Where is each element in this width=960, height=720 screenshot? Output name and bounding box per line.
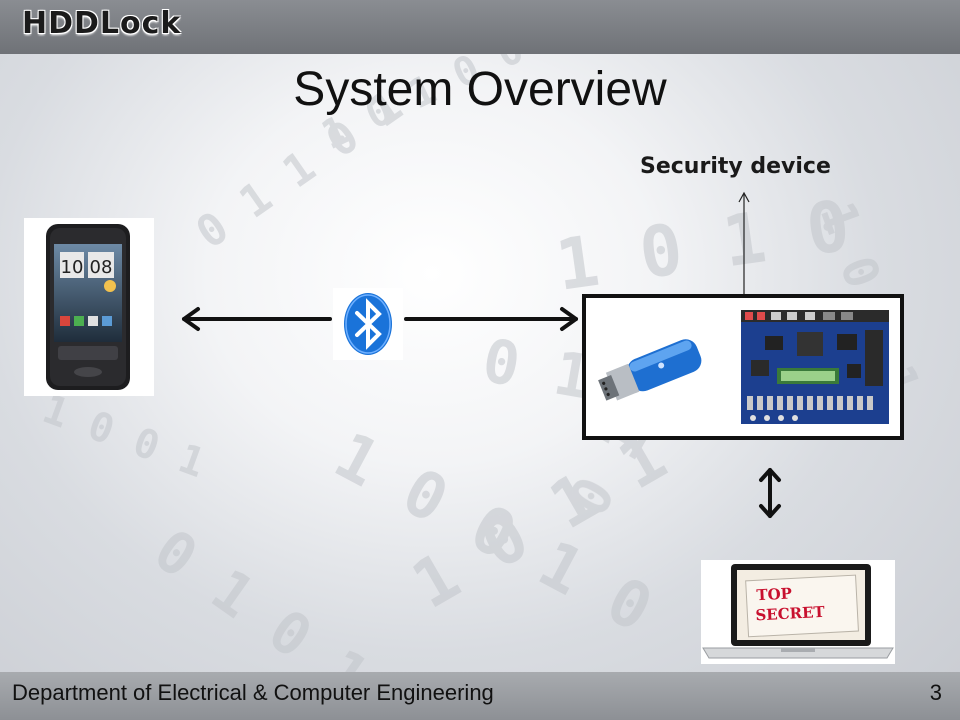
laptop-link-arrow — [759, 468, 781, 518]
device-link-arrow — [404, 307, 578, 331]
phone-link-arrow — [182, 307, 332, 331]
laptop-icon: TOP SECRET — [702, 564, 894, 659]
slide-title: System Overview — [293, 63, 667, 116]
footer-bar — [0, 672, 960, 720]
header-bar — [0, 0, 960, 54]
top-secret-line2: SECRET — [755, 603, 826, 625]
smartphone-icon: 10 08 — [46, 224, 130, 390]
hddlock-logo: HDDLock — [22, 6, 182, 41]
fpga-board-image — [737, 306, 893, 428]
top-secret-line1: TOP — [756, 584, 792, 604]
dongle-image — [592, 320, 710, 430]
slide-page-number: 3 — [929, 680, 942, 705]
bluetooth-icon — [344, 293, 392, 355]
bluetooth-image — [333, 288, 403, 360]
phone-clock-hours: 10 — [61, 257, 84, 278]
laptop-image: TOP SECRET — [701, 560, 895, 664]
fpga-board-icon — [741, 310, 889, 424]
smartphone-image: 10 08 — [24, 218, 154, 396]
security-label-pointer — [738, 191, 750, 294]
phone-clock-minutes: 08 — [90, 257, 113, 278]
security-device-label: Security device — [640, 154, 831, 179]
footer-department: Department of Electrical & Computer Engi… — [12, 680, 494, 705]
bluetooth-serial-dongle-icon — [598, 339, 702, 401]
